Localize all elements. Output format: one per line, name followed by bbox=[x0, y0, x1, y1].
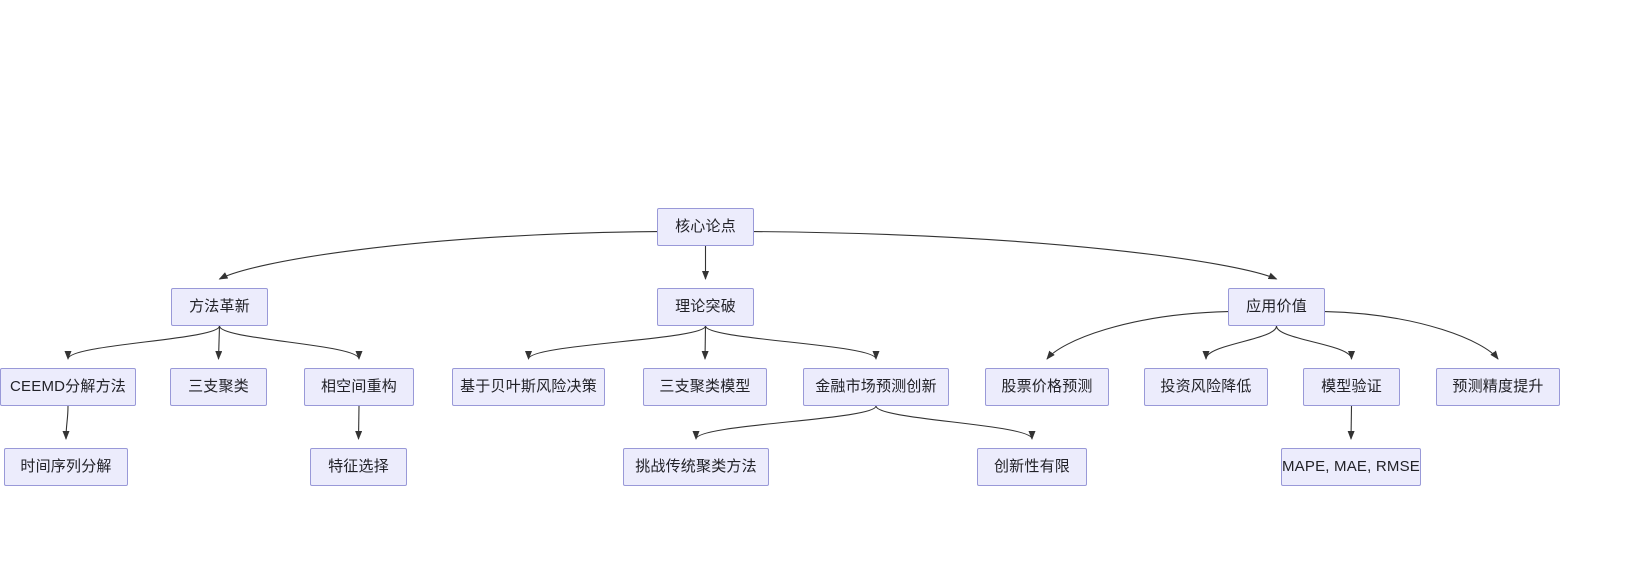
node-label: 投资风险降低 bbox=[1160, 377, 1252, 395]
node-challenge[interactable]: 挑战传统聚类方法 bbox=[623, 448, 769, 486]
node-label: 时间序列分解 bbox=[20, 457, 112, 475]
node-label: 预测精度提升 bbox=[1452, 377, 1544, 395]
node-label: 基于贝叶斯风险决策 bbox=[460, 377, 597, 395]
node-bayes[interactable]: 基于贝叶斯风险决策 bbox=[452, 368, 605, 406]
node-metrics[interactable]: MAPE, MAE, RMSE bbox=[1281, 448, 1421, 486]
node-label: 理论突破 bbox=[675, 297, 736, 315]
node-theory[interactable]: 理论突破 bbox=[657, 288, 754, 326]
node-label: 股票价格预测 bbox=[1001, 377, 1093, 395]
node-limited[interactable]: 创新性有限 bbox=[977, 448, 1087, 486]
node-ceemd[interactable]: CEEMD分解方法 bbox=[0, 368, 136, 406]
node-risk[interactable]: 投资风险降低 bbox=[1144, 368, 1268, 406]
node-label: 金融市场预测创新 bbox=[815, 377, 937, 395]
node-stock[interactable]: 股票价格预测 bbox=[985, 368, 1109, 406]
node-label: 核心论点 bbox=[675, 217, 736, 235]
node-finance[interactable]: 金融市场预测创新 bbox=[803, 368, 949, 406]
node-label: 三支聚类模型 bbox=[659, 377, 751, 395]
node-phase[interactable]: 相空间重构 bbox=[304, 368, 414, 406]
node-label: MAPE, MAE, RMSE bbox=[1281, 457, 1421, 475]
node-root[interactable]: 核心论点 bbox=[657, 208, 754, 246]
node-label: 方法革新 bbox=[189, 297, 250, 315]
node-method[interactable]: 方法革新 bbox=[171, 288, 268, 326]
node-label: 相空间重构 bbox=[320, 377, 397, 395]
node-label: 模型验证 bbox=[1321, 377, 1382, 395]
node-label: CEEMD分解方法 bbox=[10, 377, 126, 395]
node-label: 应用价值 bbox=[1246, 297, 1307, 315]
node-label: 特征选择 bbox=[328, 457, 389, 475]
node-value[interactable]: 应用价值 bbox=[1228, 288, 1325, 326]
node-accuracy[interactable]: 预测精度提升 bbox=[1436, 368, 1560, 406]
node-threeway[interactable]: 三支聚类 bbox=[170, 368, 267, 406]
node-validate[interactable]: 模型验证 bbox=[1303, 368, 1400, 406]
node-label: 创新性有限 bbox=[993, 457, 1070, 475]
node-tsdecomp[interactable]: 时间序列分解 bbox=[4, 448, 128, 486]
node-feature[interactable]: 特征选择 bbox=[310, 448, 407, 486]
node-twmodel[interactable]: 三支聚类模型 bbox=[643, 368, 767, 406]
node-label: 挑战传统聚类方法 bbox=[635, 457, 757, 475]
node-label: 三支聚类 bbox=[188, 377, 249, 395]
